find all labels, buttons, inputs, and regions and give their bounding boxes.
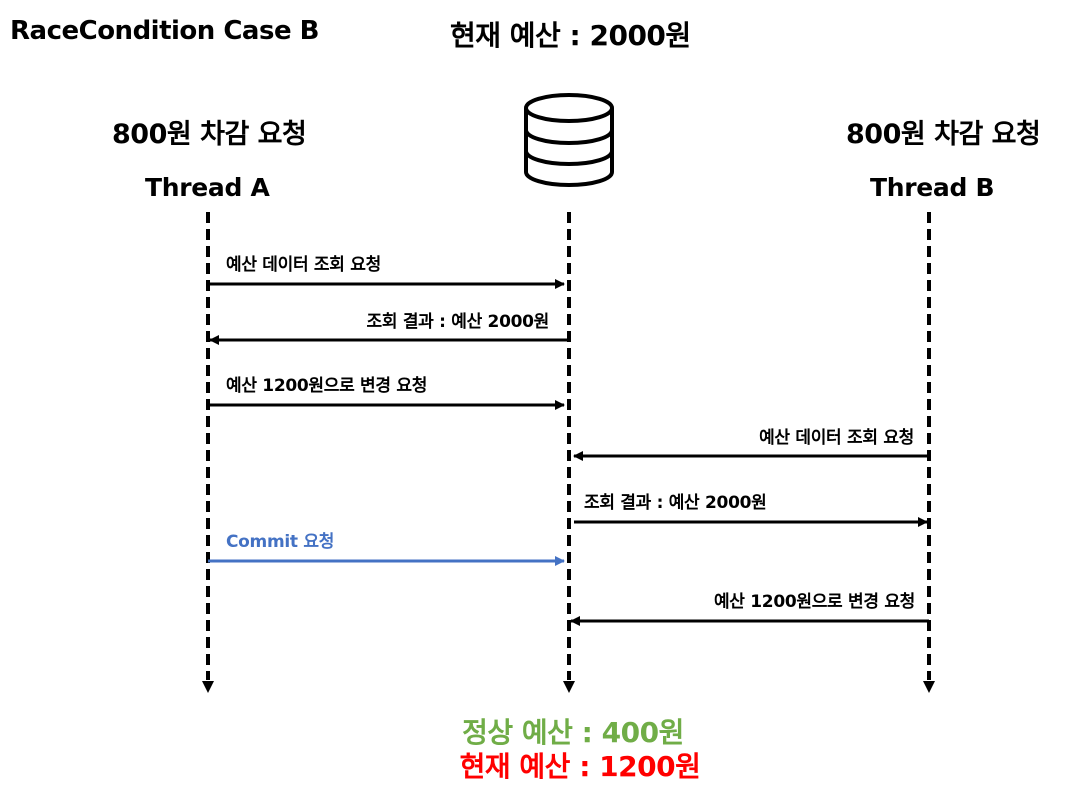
message-label: 조회 결과 : 예산 2000원 bbox=[367, 312, 549, 332]
expected-budget-result: 정상 예산 : 400원 bbox=[462, 716, 684, 749]
current-budget-heading: 현재 예산 : 2000원 bbox=[450, 19, 691, 52]
message-a-query-result: 조회 결과 : 예산 2000원 bbox=[209, 312, 569, 345]
message-b-update: 예산 1200원으로 변경 요청 bbox=[570, 591, 929, 626]
lifeline-thread-b bbox=[923, 212, 935, 693]
message-a-commit: Commit 요청 bbox=[208, 531, 565, 566]
message-b-query: 예산 데이터 조회 요청 bbox=[573, 427, 929, 461]
thread-a-label: Thread A bbox=[145, 173, 270, 202]
message-label: 예산 1200원으로 변경 요청 bbox=[714, 591, 915, 612]
message-a-update: 예산 1200원으로 변경 요청 bbox=[208, 375, 565, 410]
thread-b-request: 800원 차감 요청 bbox=[846, 119, 1041, 150]
actual-budget-result: 현재 예산 : 1200원 bbox=[460, 750, 701, 783]
database-icon bbox=[524, 93, 614, 187]
message-a-query: 예산 데이터 조회 요청 bbox=[208, 254, 565, 289]
lifeline-thread-a bbox=[202, 212, 214, 693]
message-label: 예산 데이터 조회 요청 bbox=[759, 427, 914, 448]
message-label: 예산 1200원으로 변경 요청 bbox=[226, 375, 427, 396]
thread-a-request: 800원 차감 요청 bbox=[112, 119, 307, 150]
message-label: Commit 요청 bbox=[226, 531, 334, 552]
thread-b-label: Thread B bbox=[870, 173, 995, 202]
message-label: 조회 결과 : 예산 2000원 bbox=[584, 493, 766, 513]
diagram-title: RaceCondition Case B bbox=[10, 16, 319, 46]
lifeline-database bbox=[563, 212, 575, 693]
message-b-query-result: 조회 결과 : 예산 2000원 bbox=[574, 493, 928, 527]
message-label: 예산 데이터 조회 요청 bbox=[226, 254, 381, 275]
